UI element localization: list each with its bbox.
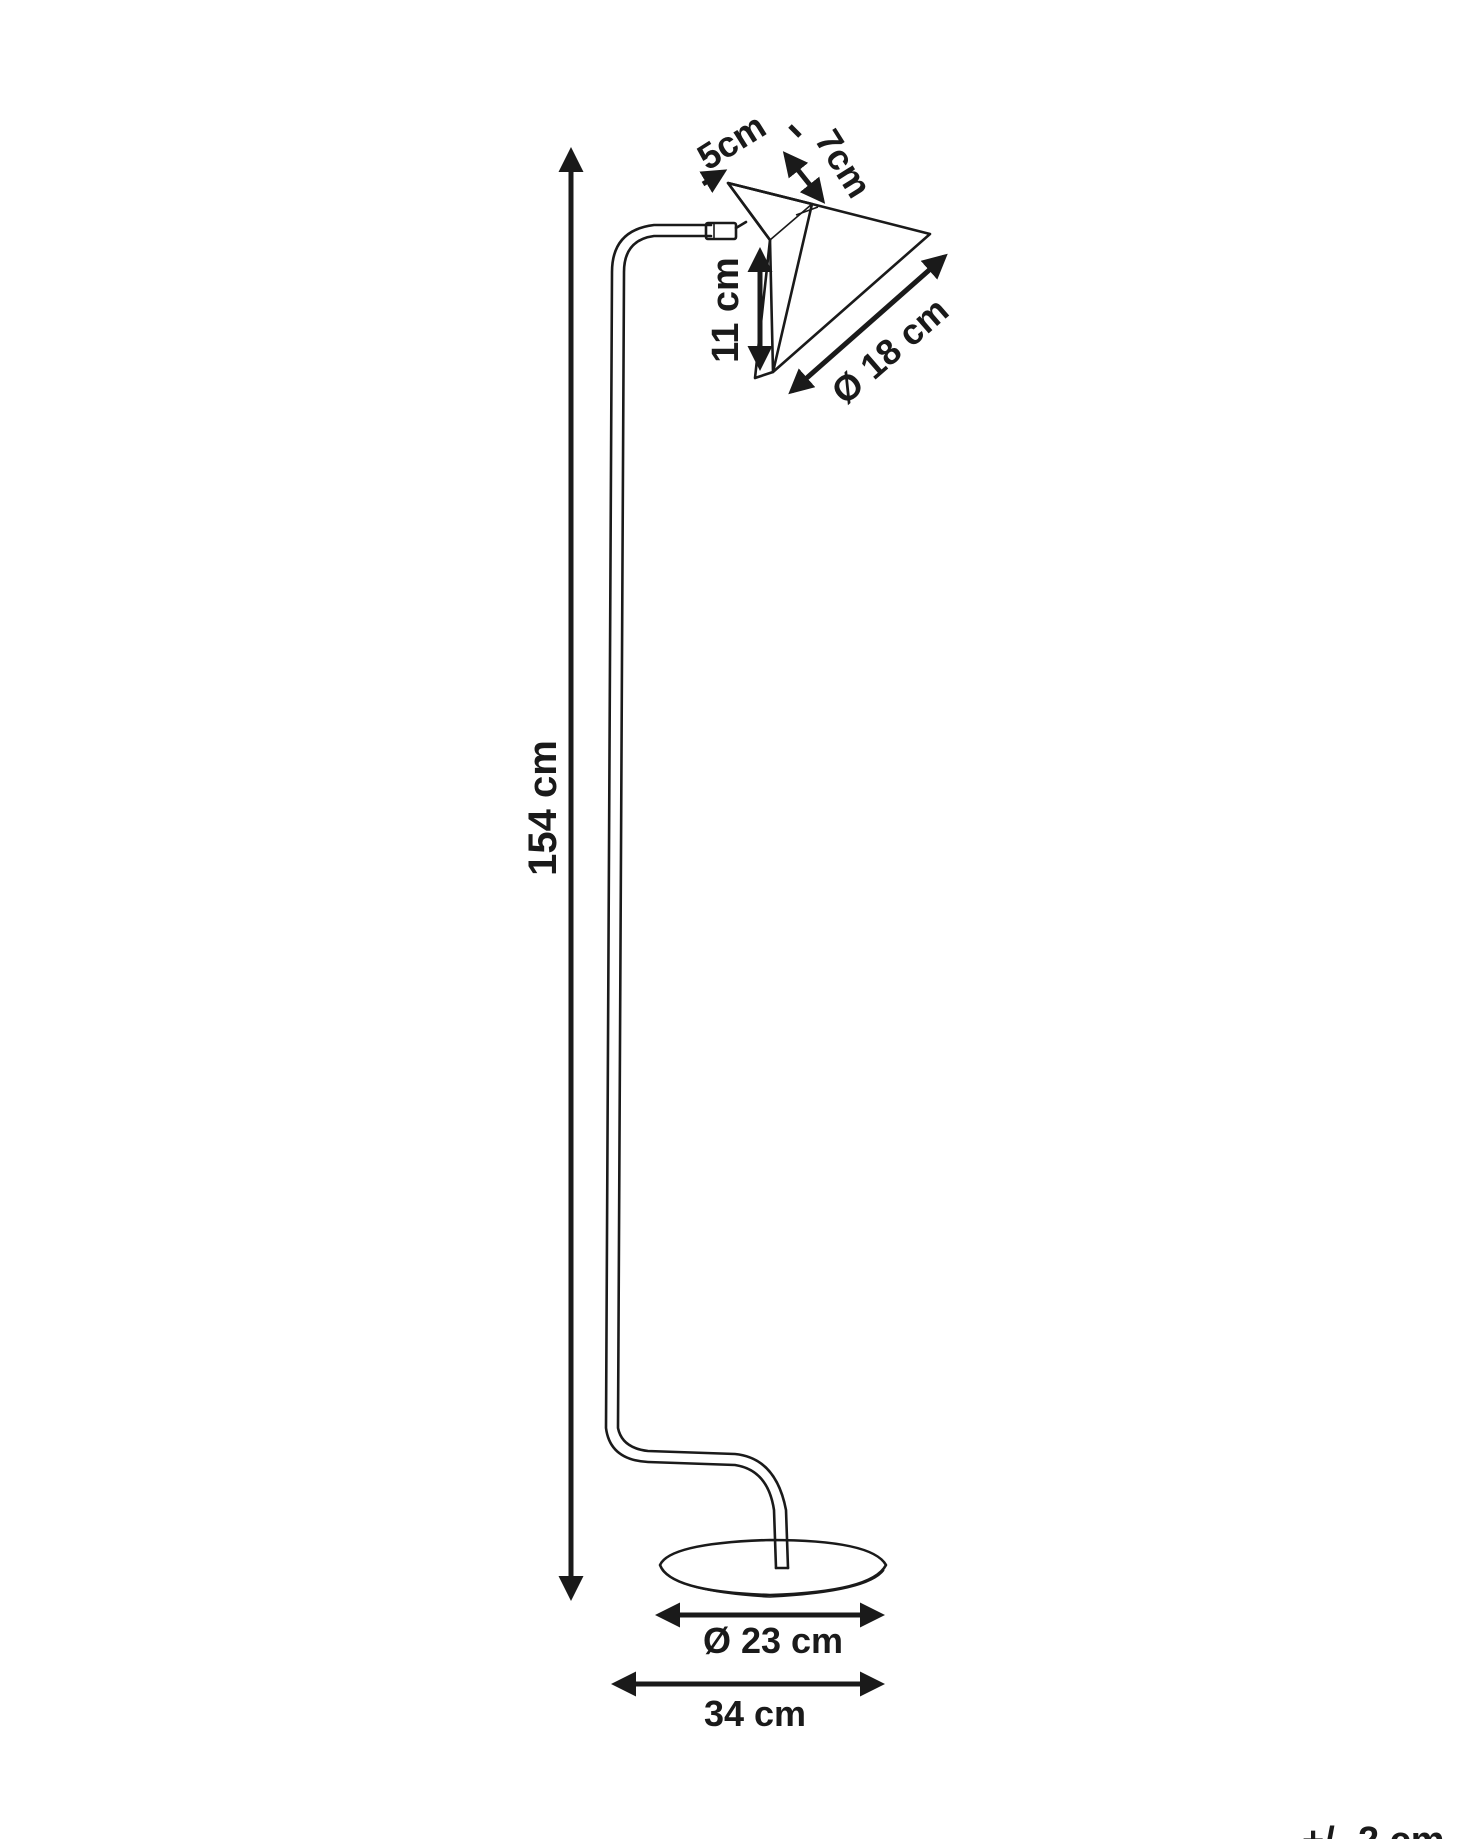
- lamp-pole-outer: [604, 223, 778, 1570]
- dim-shade-top-arrow: [699, 169, 728, 194]
- labels: 154 cm 5cm 7cm 11 cm Ø 18 cm Ø 23 cm 34 …: [521, 105, 1445, 1839]
- label-base-diameter: Ø 23 cm: [703, 1620, 843, 1661]
- dim-shade-diameter-arrow: [788, 253, 948, 395]
- lamp-drawing: [604, 181, 932, 1598]
- label-base-width: 34 cm: [704, 1693, 806, 1734]
- label-tolerance: +/- 2 cm: [1302, 1820, 1445, 1839]
- lamp-pole-inner: [616, 234, 790, 1570]
- label-height-total: 154 cm: [521, 740, 565, 876]
- lamp-base: [658, 1538, 888, 1598]
- dim-shade-top-tick: [788, 124, 802, 138]
- dim-shade-neck-arrow: [782, 151, 826, 204]
- lamp-joint: [704, 220, 748, 241]
- label-shade-height: 11 cm: [705, 257, 747, 363]
- dimensions: [558, 124, 948, 1697]
- label-shade-top: 5cm: [690, 105, 773, 178]
